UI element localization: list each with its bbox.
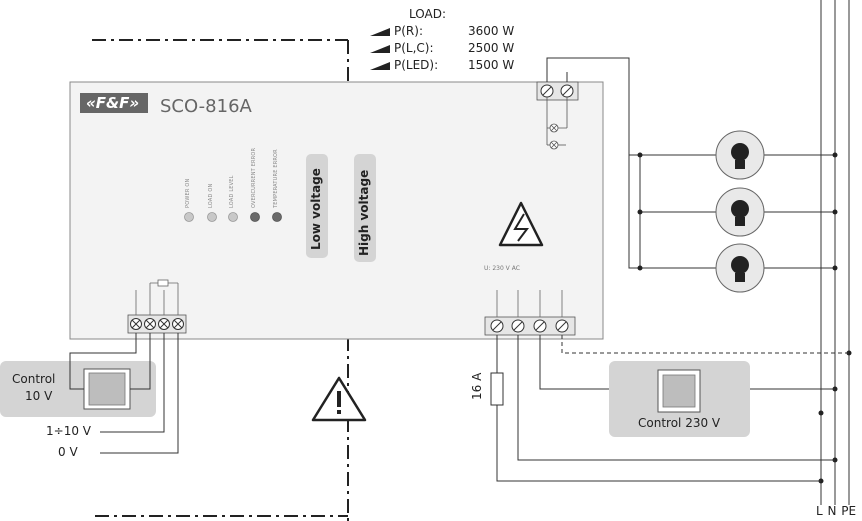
- load-row-led: P(LED):1500 W: [370, 58, 514, 72]
- load-terminal-block: [536, 81, 579, 101]
- fuse-label: 16 A: [470, 372, 484, 400]
- high-voltage-zone: [354, 154, 376, 262]
- mains-bus: [820, 0, 850, 505]
- led-indicators: [184, 212, 282, 222]
- led-label-load-level: LOAD LEVEL: [229, 175, 235, 208]
- high-voltage-warning-icon: [498, 201, 544, 247]
- switch-10v-icon: [83, 368, 131, 410]
- low-voltage-zone: [306, 154, 328, 258]
- control-10v-label-line1: Control: [12, 372, 56, 386]
- supply-voltage-label: U: 230 V AC: [484, 265, 520, 272]
- mains-terminal-block: [484, 316, 576, 336]
- wedge-icon: [370, 61, 390, 70]
- mains-labels: L N PE: [816, 504, 857, 518]
- control-terminal-block: [127, 314, 187, 334]
- high-voltage-label: High voltage: [357, 169, 371, 256]
- load-row-lc: P(L,C):2500 W: [370, 41, 514, 55]
- brand-name: «F&F»: [86, 94, 140, 112]
- led-label-load-on: LOAD ON: [208, 183, 214, 208]
- control-230v-label: Control 230 V: [638, 416, 721, 430]
- wedge-icon: [370, 27, 390, 36]
- control-10v-label-line2: 10 V: [25, 389, 53, 403]
- bulb-icon: [715, 187, 765, 237]
- load-row-r: P(R):3600 W: [370, 24, 514, 38]
- led-label-temperature: TEMPERATURE ERROR: [273, 149, 279, 208]
- device-model: SCO-816A: [160, 96, 252, 117]
- low-voltage-label: Low voltage: [309, 168, 323, 250]
- led-label-overcurrent: OVERCURRENT ERROR: [251, 147, 257, 208]
- bulb-icon: [715, 130, 765, 180]
- analog-range-label: 1÷10 V: [46, 424, 91, 438]
- switch-230v-icon: [657, 369, 701, 413]
- analog-zero-label: 0 V: [58, 445, 78, 459]
- load-title: LOAD:: [409, 7, 446, 21]
- device-panel: [69, 81, 604, 340]
- general-warning-icon: [311, 376, 367, 422]
- bulb-icon: [715, 243, 765, 293]
- led-label-power-on: POWER ON: [185, 178, 191, 208]
- wedge-icon: [370, 44, 390, 53]
- brand-logo: [80, 93, 148, 113]
- fuse: [490, 372, 504, 406]
